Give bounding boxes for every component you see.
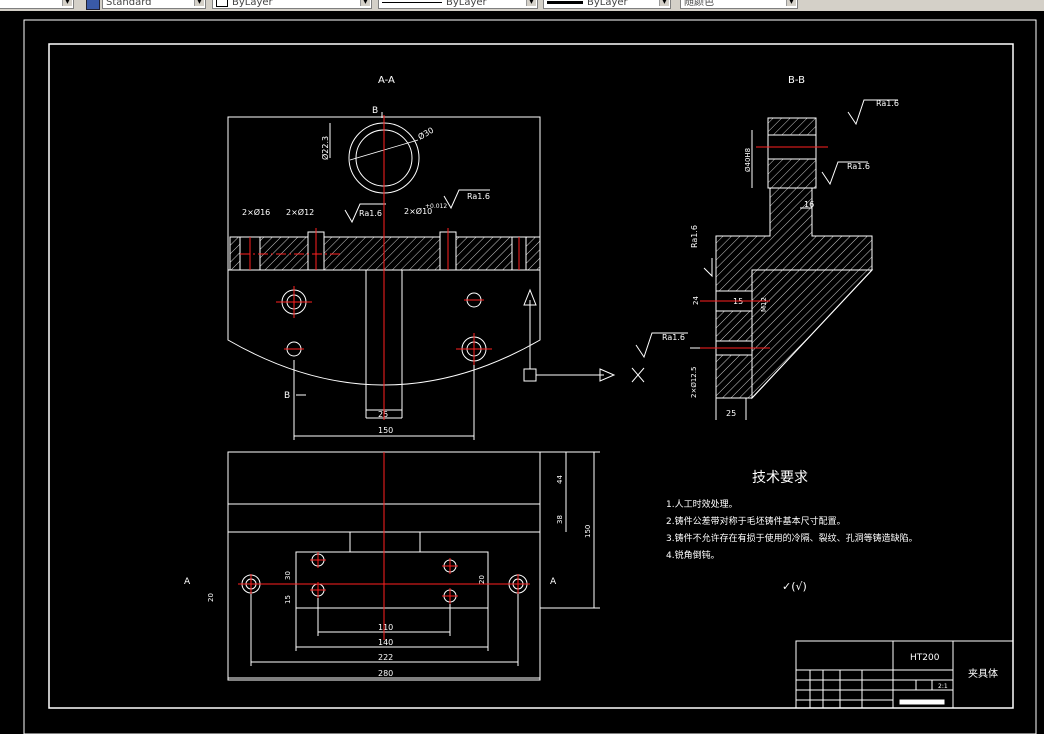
outer-frame [23,19,1037,734]
chevron-down-icon: ▼ [659,0,669,6]
dim-bore: Ø40H8 [744,148,752,172]
dim-38: 38 [556,515,564,524]
text-style-dropdown[interactable]: Standard ▼ [102,0,206,9]
bb-roughness-side: Ra1.6 [662,333,685,342]
dim-20-left: 20 [207,593,215,602]
layer-dropdown[interactable]: ByLayer ▼ [212,0,372,9]
title-block: HT200 夹具体 2:1 [795,640,1014,709]
dim-15: 15 [284,595,292,604]
section-label-a-left: A [184,577,191,587]
linetype-value: ByLayer [446,0,487,8]
chevron-down-icon: ▼ [194,0,204,6]
dim-slot-right: 2×Ø10 [404,206,432,216]
drawing-canvas[interactable]: A-A B Ø30 Ø22.3 2×Ø16 2×Ø12 2×Ø10 +0.012… [0,11,1044,734]
note-item-4: 4.锐角倒钝。 [666,549,720,561]
bb-roughness-mid: Ra1.6 [847,162,870,171]
dim-bottom-hole: 2×Ø12.5 [690,367,698,398]
dim-222: 222 [378,653,393,662]
center-lines-aa [240,115,520,420]
title-scale: 2:1 [938,683,948,690]
tol-slot-right: +0.012 [425,203,447,210]
dim-150: 150 [584,525,592,538]
view-aa-title: A-A [378,75,395,86]
dim-slot-width: 25 [378,410,388,419]
title-part-name: 夹具体 [968,667,998,680]
layer-value: ByLayer [232,0,273,8]
dim-ring-dia: Ø30 [416,125,435,142]
text-style-icon[interactable] [86,0,100,10]
dim-m12: M12 [760,297,768,312]
lineweight-sample-icon [547,0,583,4]
chevron-down-icon: ▼ [62,0,72,6]
prev-dropdown[interactable]: ▼ [0,0,74,9]
chevron-down-icon: ▼ [526,0,536,6]
section-label-a-right: A [550,577,557,587]
dim-44: 44 [556,475,564,484]
section-label-b-top: B [372,106,378,116]
notes-heading: 技术要求 [752,470,808,486]
dim-left: 24 [692,296,700,305]
technical-notes: 技术要求 1.人工时效处理。 2.铸件公差带对称于毛坯铸件基本尺寸配置。 3.铸… [666,470,918,593]
center-lines-plan [238,452,530,640]
roughness-1: Ra1.6 [359,209,382,218]
roughness-2: Ra1.6 [467,192,490,201]
view-bb-title: B-B [788,75,805,86]
view-bb: B-B Ra1.6 Ra1.6 Ø40H8 16 Ra1.6 24 15 M12… [635,75,899,420]
dim-ring-height: Ø22.3 [320,136,330,160]
dim-slot-top: 2×Ø12 [286,207,314,217]
lineweight-dropdown[interactable]: ByLayer ▼ [543,0,671,9]
roughness-symbol: ✓(√) [782,580,807,593]
bb-roughness-left: Ra1.6 [690,225,699,248]
section-label-b-bottom: B [284,391,290,401]
lineweight-value: ByLayer [587,0,628,8]
note-item-2: 2.铸件公差带对称于毛坯铸件基本尺寸配置。 [666,515,846,527]
bb-roughness-top: Ra1.6 [876,99,899,108]
dim-280: 280 [378,669,393,678]
text-style-value: Standard [106,0,152,8]
note-item-1: 1.人工时效处理。 [666,498,738,510]
dim-width: 150 [378,426,393,435]
center-lines-bb [700,146,828,349]
linetype-dropdown[interactable]: ByLayer ▼ [378,0,538,9]
linetype-sample-icon [382,1,442,3]
color-dropdown[interactable]: 随颜色 ▼ [680,0,798,9]
color-value: 随颜色 [684,0,714,8]
chevron-down-icon: ▼ [786,0,796,6]
ucs-icon [523,288,645,383]
note-item-3: 3.铸件不允许存在有损于使用的冷隔、裂纹、孔洞等铸造缺陷。 [666,532,918,544]
dim-25: 25 [726,409,736,418]
dim-hole-left: 2×Ø16 [242,207,270,217]
chevron-down-icon: ▼ [360,0,370,6]
dim-20-right: 20 [478,575,486,584]
dim-110: 110 [378,623,393,632]
title-material: HT200 [910,653,940,663]
inner-frame [48,43,1014,709]
plan-view: A A 44 38 150 20 30 15 20 110 140 222 28… [184,451,600,681]
dim-30: 30 [284,571,292,580]
color-swatch-icon [216,0,228,7]
dim-140: 140 [378,638,393,647]
properties-toolbar: ▼ Standard ▼ ByLayer ▼ ByLayer ▼ ByLayer… [0,0,1044,11]
dim-16: 16 [804,200,814,209]
